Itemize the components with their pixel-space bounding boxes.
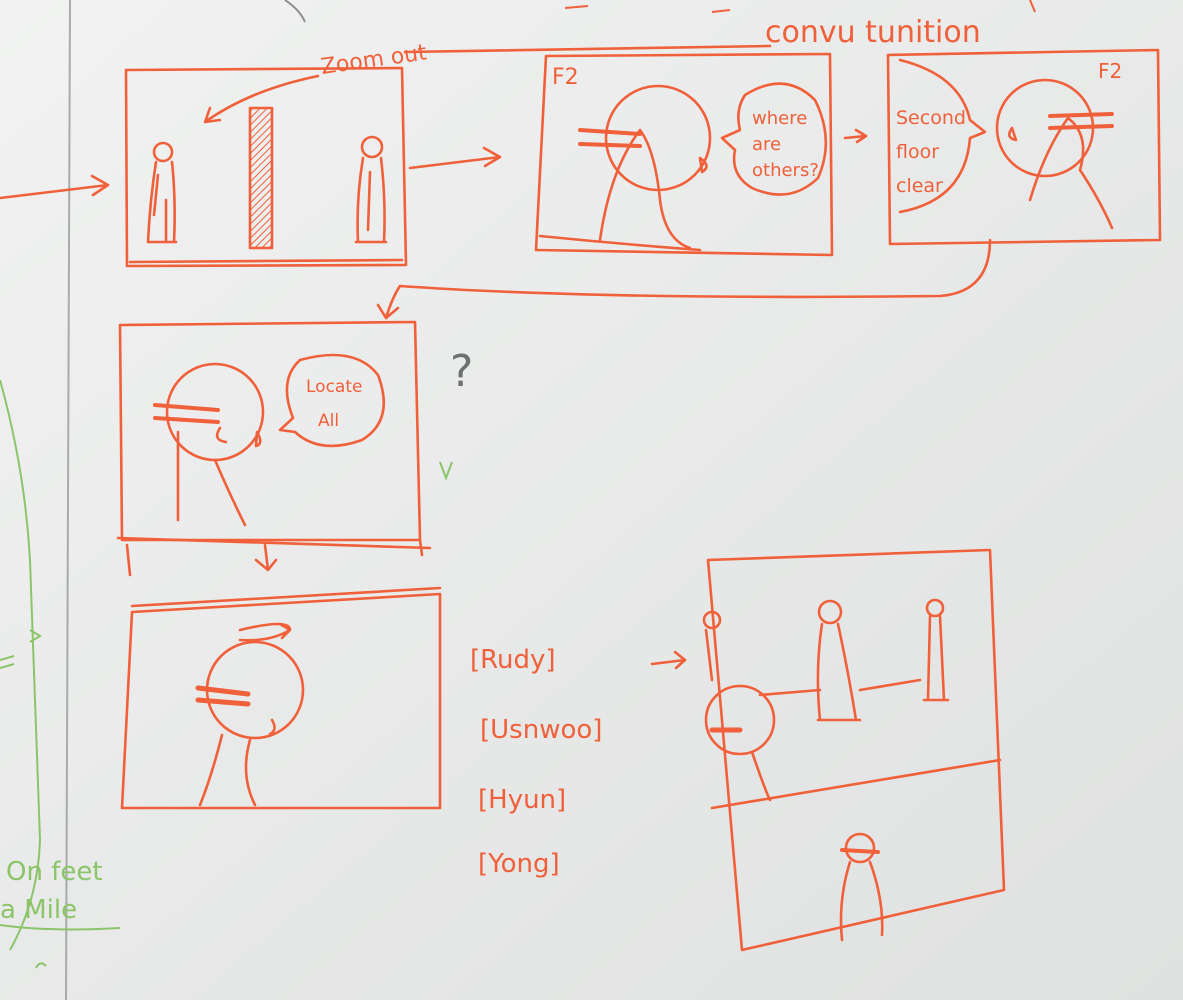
green-margin-curve [0, 379, 42, 951]
frame-3-ear [1007, 126, 1018, 142]
green-underline [0, 924, 121, 931]
speech-bubble-3 [278, 353, 386, 448]
frame-6-figure-edge [704, 628, 714, 682]
frame-4-ear [254, 430, 262, 448]
margin-note-line-1: On feet [6, 857, 103, 887]
frame-2-floor [538, 234, 702, 252]
name-item-2: [Usnwoo] [480, 715, 602, 745]
frame-6-lower-figure-head [844, 832, 876, 864]
frame-4-device [215, 426, 228, 444]
frame-6-foreground-head [704, 684, 776, 756]
frame-4-base [116, 536, 432, 577]
arrow-4-5 [254, 543, 278, 572]
frame-5-ear [268, 718, 276, 736]
frame-1-figure-right-head [360, 135, 384, 159]
bubble-2-line-3: clear [896, 175, 943, 197]
name-item-3: [Hyun] [478, 785, 566, 815]
zoom-arrow [203, 74, 320, 124]
header-line [403, 44, 772, 54]
frame-6-figure-center-head [817, 599, 843, 625]
frame-2-ear [698, 156, 708, 174]
frame-4-character-body [176, 430, 247, 527]
top-mark-2 [564, 5, 589, 9]
frame-5-top-double [130, 586, 442, 608]
bubble-2-line-2: floor [896, 141, 939, 163]
speech-bubble-2 [898, 58, 987, 214]
frame-3 [886, 48, 1162, 246]
bubble-2-line-1: Second [896, 107, 966, 129]
frame-6-split [710, 758, 1002, 810]
frame-6-figure-right-head [925, 598, 945, 618]
frame-6-figure-center [816, 622, 862, 722]
speech-bubble-1 [720, 82, 828, 196]
frame-3-visor [1048, 112, 1114, 130]
frame-1 [124, 66, 408, 268]
question-mark: ? [450, 346, 473, 397]
green-tick [29, 629, 42, 643]
frame-2-visor [578, 128, 642, 148]
green-equals [0, 655, 15, 669]
margin-note-line-2: a Mile [0, 895, 77, 925]
frame-2-character-back [598, 128, 692, 250]
bubble-1-line-3: others? [752, 160, 819, 181]
arrow-1-2 [408, 146, 502, 170]
frame-5-character-body [198, 733, 257, 807]
frame-1-figure-right [354, 156, 388, 244]
name-item-4: [Yong] [478, 849, 560, 879]
connector-3-4 [376, 238, 992, 320]
frame-3-label: F2 [1098, 59, 1122, 83]
frame-6 [706, 548, 1006, 952]
frame-5-visor [195, 685, 251, 707]
green-arc [35, 962, 47, 969]
frame-6-lower-visor [840, 848, 880, 854]
frame-6-figure-edge-head [702, 610, 722, 630]
bubble-3-line-1: Locate [306, 377, 362, 397]
bubble-1-line-2: are [752, 134, 781, 155]
frame-1-pillar [248, 106, 274, 250]
green-check [439, 461, 453, 481]
frame-1-base [128, 258, 404, 264]
frame-3-character-back [1028, 116, 1114, 230]
frame-5 [120, 592, 442, 810]
frame-6-floor [758, 678, 922, 697]
frame-6-figure-right [922, 614, 950, 702]
frame-4-visor [153, 403, 220, 424]
name-item-1: [Rudy] [470, 645, 556, 675]
top-mark-1 [284, 0, 306, 23]
margin-line [65, 0, 71, 1000]
bubble-3-line-2: All [318, 411, 339, 431]
frame-5-rotate-arrow [238, 622, 292, 642]
frame-6-foreground-body [750, 750, 772, 802]
frame-1-figure-left [146, 160, 178, 244]
arrow-2-3 [843, 128, 868, 144]
frame-2-label: F2 [552, 65, 579, 90]
top-mark-3 [711, 9, 731, 13]
header-note: convu tunition [765, 15, 981, 50]
frame-6-lower-figure [839, 860, 884, 942]
frame-2 [534, 52, 834, 257]
top-mark-4 [1029, 0, 1036, 13]
arrow-5-6 [650, 650, 687, 670]
frame-1-figure-left-head [152, 141, 174, 163]
arrow-in [0, 174, 110, 200]
bubble-1-line-1: where [752, 108, 807, 129]
